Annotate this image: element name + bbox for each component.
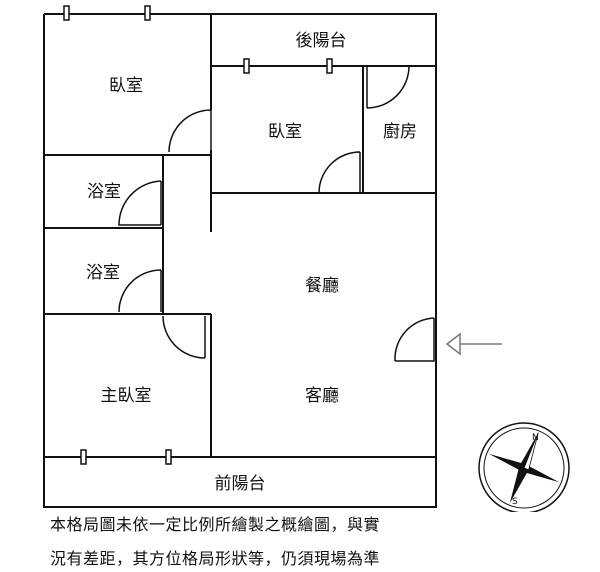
window-marker	[80, 449, 87, 465]
label-rear-balcony: 後陽台	[296, 31, 347, 51]
door-entrance	[394, 317, 435, 362]
label-bathroom-1: 浴室	[87, 182, 121, 202]
label-front-balcony: 前陽台	[215, 474, 266, 494]
window-marker	[144, 5, 151, 21]
door-bedroom-2	[318, 151, 361, 194]
door-bedroom-1	[168, 109, 212, 153]
door-bathroom-1	[118, 180, 162, 226]
door-master-bedroom	[162, 315, 206, 359]
window-marker	[326, 58, 333, 74]
compass-south: S	[512, 497, 518, 507]
door-kitchen	[366, 65, 410, 109]
compass-north: N	[532, 433, 539, 443]
label-kitchen: 廚房	[383, 121, 417, 142]
window-marker	[243, 58, 250, 74]
outer-wall	[44, 13, 437, 457]
compass-icon: N S	[478, 422, 570, 512]
entrance-arrow	[445, 332, 502, 356]
label-living-room: 客廳	[305, 386, 339, 406]
disclaimer-line-2: 況有差距，其方位格局形狀等，仍須現場為準	[50, 549, 381, 568]
label-bedroom-2: 臥室	[268, 122, 302, 142]
window-marker	[63, 5, 70, 21]
label-bedroom-1: 臥室	[109, 76, 143, 96]
window-marker	[165, 449, 172, 465]
door-bathroom-2	[118, 269, 162, 313]
label-master-bedroom: 主臥室	[101, 386, 152, 406]
disclaimer-line-1: 本格局圖未依一定比例所繪製之概繪圖，與實	[50, 515, 381, 534]
label-bathroom-2: 浴室	[86, 263, 120, 283]
floor-plan: 後陽台 臥室 臥室 廚房 浴室 浴室 餐廳 主臥室 客廳 前陽台 N S	[43, 5, 570, 512]
label-dining-room: 餐廳	[305, 276, 339, 296]
front-balcony-outline	[43, 456, 437, 508]
